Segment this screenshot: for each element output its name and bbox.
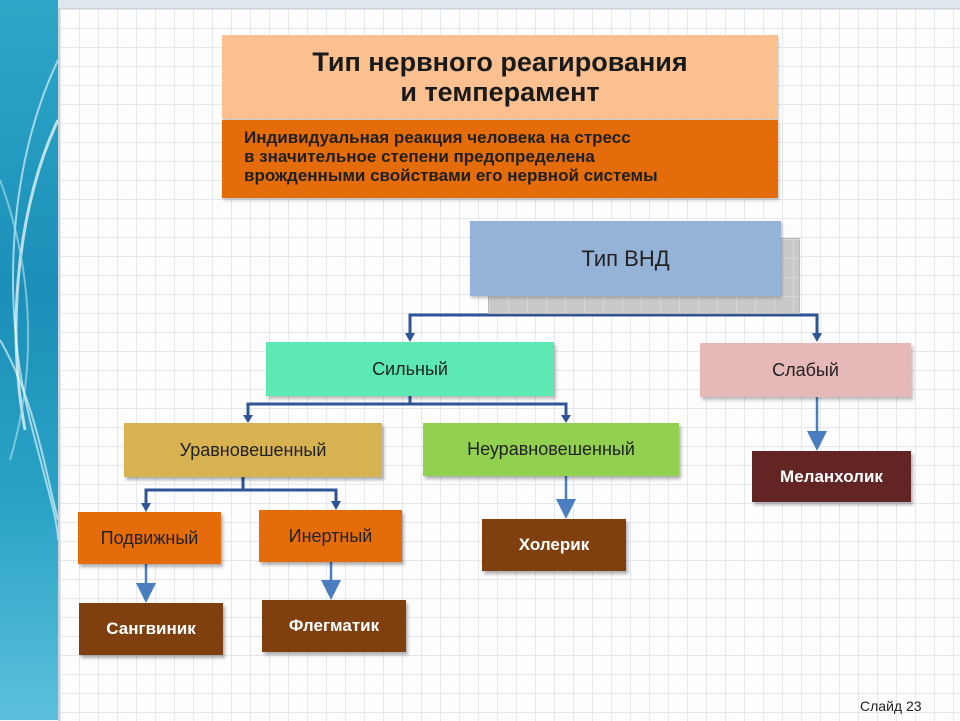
node-strong: Сильный	[266, 342, 554, 396]
node-inert: Инертный	[259, 510, 402, 562]
node-sanguine: Сангвиник	[79, 603, 223, 655]
slide-number: Слайд 23	[860, 698, 922, 714]
node-weak: Слабый	[700, 343, 911, 397]
node-mobile: Подвижный	[78, 512, 221, 564]
node-choleric: Холерик	[482, 519, 626, 571]
title-line-2: и темперамент	[400, 77, 600, 107]
node-melancholic: Меланхолик	[752, 451, 911, 502]
result-arrows	[136, 397, 827, 603]
subtitle-line-2: в значительное степени предопределена	[244, 147, 595, 166]
slide-title: Тип нервного реагирования и темперамент	[222, 35, 778, 119]
subtitle-line-1: Индивидуальная реакция человека на стрес…	[244, 128, 631, 147]
slide-subtitle: Индивидуальная реакция человека на стрес…	[222, 120, 778, 198]
subtitle-line-3: врожденными свойствами его нервной систе…	[244, 166, 658, 185]
root-arrow-heads	[141, 333, 822, 512]
title-line-1: Тип нервного реагирования	[312, 47, 688, 77]
node-root-vnd: Тип ВНД	[470, 221, 781, 296]
node-phlegmatic: Флегматик	[262, 600, 406, 652]
balanced-connector	[144, 477, 338, 505]
node-balanced: Уравновешенный	[124, 423, 382, 477]
node-unbalanced: Неуравновешенный	[423, 423, 679, 476]
strong-connector	[246, 396, 568, 417]
decorative-sidebar	[0, 0, 58, 720]
